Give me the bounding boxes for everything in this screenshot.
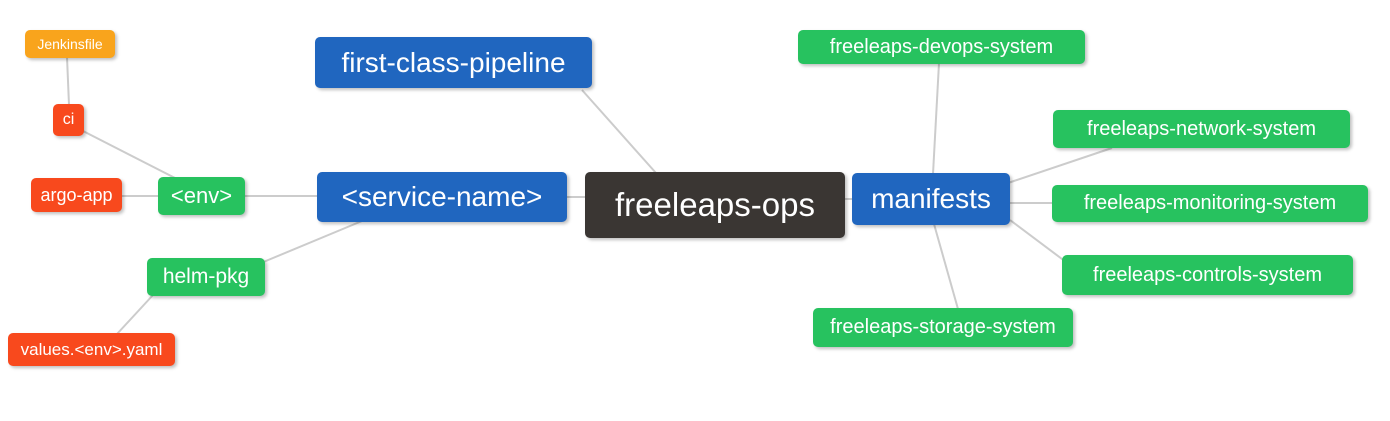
node-jenkinsfile-label: Jenkinsfile bbox=[37, 36, 103, 52]
node-service-name-label: <service-name> bbox=[341, 181, 543, 212]
node-helm-pkg-label: helm-pkg bbox=[162, 265, 250, 288]
node-ci-label: ci bbox=[62, 111, 75, 128]
edge-helmpkg-servicename bbox=[260, 220, 363, 264]
node-argo-app[interactable]: argo-app bbox=[31, 178, 122, 212]
node-freeleaps-controls-system[interactable]: freeleaps-controls-system bbox=[1062, 255, 1353, 295]
node-manifests[interactable]: manifests bbox=[852, 173, 1010, 225]
edge-values-helmpkg bbox=[116, 294, 154, 335]
edge-manifests-devops bbox=[932, 62, 940, 175]
edge-manifests-network bbox=[1007, 147, 1113, 184]
node-freeleaps-controls-system-label: freeleaps-controls-system bbox=[1093, 263, 1322, 286]
node-freeleaps-ops[interactable]: freeleaps-ops bbox=[585, 172, 845, 238]
node-freeleaps-network-system-label: freeleaps-network-system bbox=[1087, 117, 1316, 140]
node-values-env-yaml-label: values.<env>.yaml bbox=[20, 339, 163, 359]
node-first-class-pipeline[interactable]: first-class-pipeline bbox=[315, 37, 592, 88]
node-ci[interactable]: ci bbox=[53, 104, 84, 136]
node-freeleaps-storage-system[interactable]: freeleaps-storage-system bbox=[813, 308, 1073, 347]
edge-manifests-controls bbox=[1009, 219, 1067, 263]
node-freeleaps-monitoring-system[interactable]: freeleaps-monitoring-system bbox=[1052, 185, 1368, 222]
node-manifests-label: manifests bbox=[871, 183, 991, 214]
node-values-env-yaml[interactable]: values.<env>.yaml bbox=[8, 333, 175, 366]
node-jenkinsfile[interactable]: Jenkinsfile bbox=[25, 30, 115, 58]
edge-jenkinsfile-ci bbox=[66, 56, 70, 106]
node-freeleaps-ops-label: freeleaps-ops bbox=[615, 186, 815, 223]
node-freeleaps-devops-system[interactable]: freeleaps-devops-system bbox=[798, 30, 1085, 64]
node-freeleaps-devops-system-label: freeleaps-devops-system bbox=[829, 35, 1054, 58]
node-first-class-pipeline-label: first-class-pipeline bbox=[341, 46, 566, 78]
node-helm-pkg[interactable]: helm-pkg bbox=[147, 258, 265, 296]
node-env-label: <env> bbox=[170, 183, 233, 208]
edge-pipeline-ops bbox=[581, 89, 657, 174]
edge-manifests-storage bbox=[933, 223, 959, 310]
node-freeleaps-network-system[interactable]: freeleaps-network-system bbox=[1053, 110, 1350, 148]
edge-ci-env bbox=[82, 130, 178, 180]
node-env[interactable]: <env> bbox=[158, 177, 245, 215]
node-service-name[interactable]: <service-name> bbox=[317, 172, 567, 222]
node-freeleaps-storage-system-label: freeleaps-storage-system bbox=[830, 316, 1056, 338]
node-freeleaps-monitoring-system-label: freeleaps-monitoring-system bbox=[1083, 192, 1337, 214]
node-argo-app-label: argo-app bbox=[40, 184, 113, 205]
